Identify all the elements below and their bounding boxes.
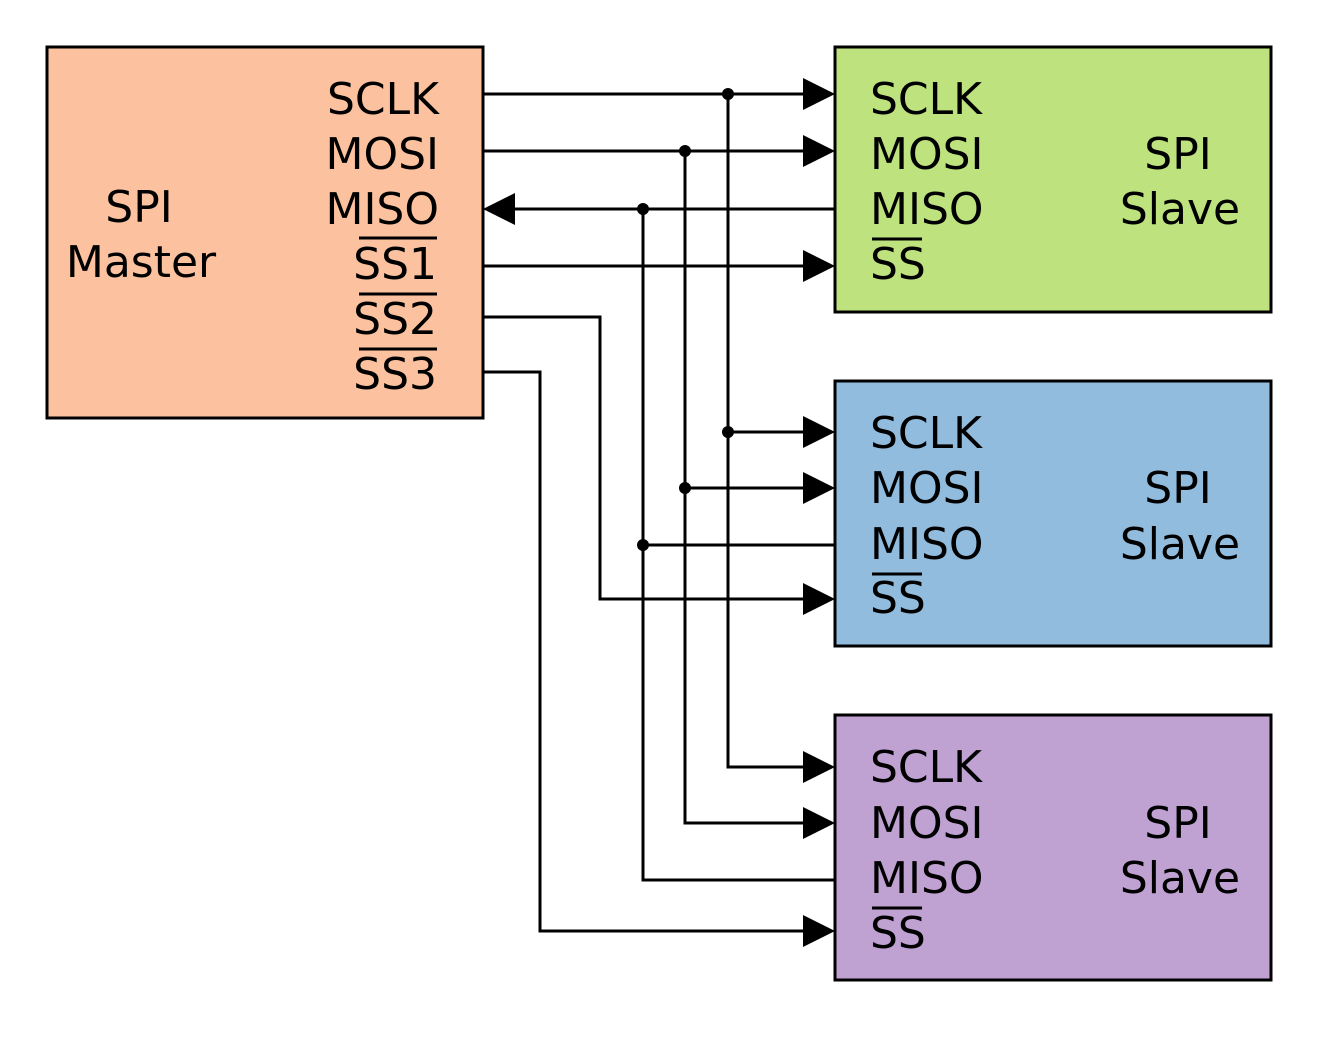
master-pin-sclk: SCLK [327, 74, 440, 125]
ss3-wire [483, 370, 805, 933]
master-pin-ss3: SS3 [353, 349, 437, 400]
slave-2-pin-sclk: SCLK [870, 408, 983, 459]
slave-3-title-line1: SPI [1144, 798, 1211, 849]
master-pin-mosi: MOSI [325, 129, 439, 180]
slave-1-box [833, 45, 1273, 314]
slave-2-title-line2: Slave [1120, 519, 1240, 570]
master-title-line2: Master [66, 237, 217, 288]
sclk-slave-1-arrow [803, 78, 835, 110]
master-pin-miso: MISO [325, 184, 439, 235]
mosi-slave-3-arrow [803, 807, 835, 839]
slave-3-box [833, 713, 1273, 982]
ss3-arrow [803, 915, 835, 947]
slave-1-title-line1: SPI [1144, 129, 1211, 180]
ss1-arrow [803, 250, 835, 282]
slave-1-pin-ss: SS [870, 239, 926, 290]
slave-2-title-line1: SPI [1144, 463, 1211, 514]
ss2-arrow [803, 583, 835, 615]
sclk-branch-wire [726, 94, 805, 769]
mosi-slave-2-arrow [803, 472, 835, 504]
mosi-junction-dot [679, 145, 691, 157]
miso-branch-wire [641, 209, 835, 882]
slave-1-pin-miso: MISO [870, 184, 984, 235]
slave-3-pin-miso: MISO [870, 853, 984, 904]
slave-1-pin-mosi: MOSI [870, 129, 984, 180]
slave-3-title-line2: Slave [1120, 853, 1240, 904]
mosi-junction-dot [679, 482, 691, 494]
master-box [45, 45, 485, 420]
master-pin-ss2: SS2 [353, 294, 437, 345]
sclk-slave-2-arrow [803, 416, 835, 448]
slave-2-pin-miso: MISO [870, 519, 984, 570]
master-title-line1: SPI [105, 182, 172, 233]
slave-1-title-line2: Slave [1120, 184, 1240, 235]
mosi-slave-1-arrow [803, 135, 835, 167]
master-pin-ss1: SS1 [353, 239, 437, 290]
slave-3-pin-sclk: SCLK [870, 742, 983, 793]
slave-1-pin-sclk: SCLK [870, 74, 983, 125]
slave-2-pin-mosi: MOSI [870, 463, 984, 514]
slave-3-pin-ss: SS [870, 908, 926, 959]
slave-2-box [833, 379, 1273, 648]
ss2-wire [483, 315, 805, 601]
mosi-branch-wire [683, 151, 805, 825]
sclk-slave-3-arrow [803, 751, 835, 783]
miso-master-arrow [483, 193, 515, 225]
slave-2-pin-ss: SS [870, 573, 926, 624]
sclk-junction-dot [722, 88, 734, 100]
miso-junction-dot [637, 203, 649, 215]
slave-3-pin-mosi: MOSI [870, 798, 984, 849]
miso-junction-dot [637, 539, 649, 551]
sclk-junction-dot [722, 426, 734, 438]
